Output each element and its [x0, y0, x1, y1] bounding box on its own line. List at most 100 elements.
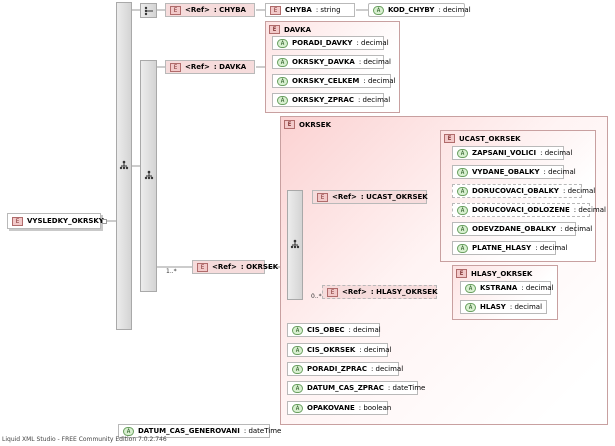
- attribute-odevzdane-obalky[interactable]: A ODEVZDANE_OBALKY : decimal: [452, 222, 592, 236]
- ref-prefix: <Ref>: [185, 63, 210, 71]
- attribute-dorucovaci-odlozene[interactable]: A DORUCOVACI_ODLOZENE : decimal: [452, 203, 606, 217]
- attribute-icon: A: [465, 283, 476, 293]
- attribute-type: : decimal: [540, 149, 573, 157]
- group-title-davka: E DAVKA: [269, 25, 311, 34]
- attribute-icon: A: [457, 224, 468, 234]
- attribute-type: : decimal: [509, 303, 543, 311]
- attribute-datum-cas-zprac[interactable]: A DATUM_CAS_ZPRAC : dateTime: [287, 381, 425, 395]
- attribute-name: HLASY: [480, 303, 506, 311]
- root-element-label: VYSLEDKY_OKRSKY: [27, 217, 104, 225]
- attribute-icon: A: [292, 403, 303, 413]
- attribute-name: PLATNE_HLASY: [472, 244, 532, 252]
- attribute-datum-cas-generovani[interactable]: A DATUM_CAS_GENEROVANI : dateTime: [118, 424, 281, 438]
- ref-prefix: <Ref>: [185, 6, 210, 14]
- attribute-dorucovaci-obalky[interactable]: A DORUCOVACI_OBALKY : decimal: [452, 184, 595, 198]
- sequence-icon: [144, 6, 153, 15]
- attribute-zapsani-volici[interactable]: A ZAPSANI_VOLICI : decimal: [452, 146, 572, 160]
- attribute-icon: A: [457, 205, 468, 215]
- element-icon: E: [284, 120, 295, 129]
- element-icon: E: [170, 5, 181, 15]
- ref-prefix: <Ref>: [212, 263, 237, 271]
- element-type: : string: [315, 6, 341, 14]
- sequence-compositor-main[interactable]: [116, 2, 132, 330]
- attribute-type: : decimal: [359, 346, 392, 354]
- attribute-name: KSTRANA: [480, 284, 518, 292]
- attribute-name: OPAKOVANE: [307, 404, 355, 412]
- ref-hlasy-okrsek[interactable]: E <Ref> : HLASY_OKRSEK: [322, 285, 438, 299]
- ref-prefix: <Ref>: [332, 193, 357, 201]
- ref-name: : CHYBA: [213, 6, 246, 14]
- ref-davka[interactable]: E <Ref> : DAVKA: [165, 60, 255, 74]
- group-title-label: OKRSEK: [299, 120, 332, 129]
- ref-name: : UCAST_OKRSEK: [360, 193, 428, 201]
- attribute-type: : decimal: [363, 77, 396, 85]
- multiplicity-hlasy-okrsek: 0..*: [311, 293, 322, 300]
- element-name: CHYBA: [285, 6, 312, 14]
- attribute-icon: A: [292, 383, 303, 393]
- attribute-name: ZAPSANI_VOLICI: [472, 149, 537, 157]
- element-icon: E: [269, 25, 280, 34]
- element-icon: E: [270, 5, 281, 15]
- sequence-icon: [119, 160, 129, 170]
- element-icon: E: [444, 134, 455, 143]
- element-chyba[interactable]: E CHYBA : string: [265, 3, 355, 17]
- attribute-okrsky-zprac[interactable]: A OKRSKY_ZPRAC : decimal: [272, 93, 390, 107]
- attribute-type: : decimal: [560, 225, 593, 233]
- attribute-type: : decimal: [358, 58, 391, 66]
- attribute-name: OKRSKY_DAVKA: [292, 58, 355, 66]
- attribute-name: DORUCOVACI_OBALKY: [472, 187, 559, 195]
- attribute-poradi-davky[interactable]: A PORADI_DAVKY : decimal: [272, 36, 389, 50]
- attribute-name: DATUM_CAS_ZPRAC: [307, 384, 384, 392]
- attribute-icon: A: [457, 186, 468, 196]
- ref-name: : DAVKA: [213, 63, 247, 71]
- element-icon: E: [317, 192, 328, 202]
- ref-ucast-okrsek[interactable]: E <Ref> : UCAST_OKRSEK: [312, 190, 428, 204]
- expand-toggle[interactable]: [102, 219, 107, 224]
- attribute-okrsky-davka[interactable]: A OKRSKY_DAVKA : decimal: [272, 55, 391, 69]
- root-element-vysledky-okrsky[interactable]: E VYSLEDKY_OKRSKY: [7, 213, 104, 229]
- attribute-icon: A: [373, 5, 384, 15]
- group-title-label: DAVKA: [284, 25, 312, 34]
- attribute-icon: A: [292, 345, 303, 355]
- element-icon: E: [327, 287, 338, 297]
- attribute-okrsky-celkem[interactable]: A OKRSKY_CELKEM : decimal: [272, 74, 396, 88]
- attribute-name: OKRSKY_ZPRAC: [292, 96, 354, 104]
- attribute-name: PORADI_DAVKY: [292, 39, 353, 47]
- attribute-name: ODEVZDANE_OBALKY: [472, 225, 557, 233]
- attribute-vydane-obalky[interactable]: A VYDANE_OBALKY : decimal: [452, 165, 576, 179]
- attribute-name: VYDANE_OBALKY: [472, 168, 540, 176]
- attribute-type: : decimal: [573, 206, 606, 214]
- attribute-icon: A: [123, 426, 134, 436]
- attribute-icon: A: [277, 95, 288, 105]
- ref-okrsek[interactable]: E <Ref> : OKRSEK: [192, 260, 278, 274]
- attribute-name: CIS_OBEC: [307, 326, 345, 334]
- attribute-type: : dateTime: [243, 427, 282, 435]
- element-icon: E: [456, 269, 467, 278]
- attribute-name: PORADI_ZPRAC: [307, 365, 367, 373]
- attribute-hlasy[interactable]: A HLASY : decimal: [460, 300, 547, 314]
- attribute-poradi-zprac[interactable]: A PORADI_ZPRAC : decimal: [287, 362, 403, 376]
- ref-name: : HLASY_OKRSEK: [370, 288, 438, 296]
- attribute-icon: A: [277, 57, 288, 67]
- attribute-type: : decimal: [356, 39, 389, 47]
- attribute-icon: A: [277, 76, 288, 86]
- attribute-name: DATUM_CAS_GENEROVANI: [138, 427, 240, 435]
- sequence-compositor-inner[interactable]: [140, 60, 157, 292]
- attribute-name: DORUCOVACI_ODLOZENE: [472, 206, 570, 214]
- ref-chyba[interactable]: E <Ref> : CHYBA: [165, 3, 255, 17]
- attribute-name: KOD_CHYBY: [388, 6, 435, 14]
- attribute-cis-okrsek[interactable]: A CIS_OKRSEK : decimal: [287, 343, 392, 357]
- attribute-icon: A: [457, 243, 468, 253]
- attribute-kstrana[interactable]: A KSTRANA : decimal: [460, 281, 554, 295]
- attribute-kod-chyby[interactable]: A KOD_CHYBY : decimal: [368, 3, 471, 17]
- attribute-opakovane[interactable]: A OPAKOVANE : boolean: [287, 401, 391, 415]
- attribute-platne-hlasy[interactable]: A PLATNE_HLASY : decimal: [452, 241, 567, 255]
- group-title-ucast-okrsek: E UCAST_OKRSEK: [444, 134, 521, 143]
- attribute-cis-obec[interactable]: A CIS_OBEC : decimal: [287, 323, 381, 337]
- sequence-compositor-okrsek[interactable]: [287, 190, 303, 300]
- sequence-icon: [290, 239, 300, 249]
- sequence-compositor-chyba[interactable]: [140, 3, 157, 18]
- attribute-type: : decimal: [438, 6, 471, 14]
- attribute-icon: A: [457, 148, 468, 158]
- attribute-type: : decimal: [563, 187, 596, 195]
